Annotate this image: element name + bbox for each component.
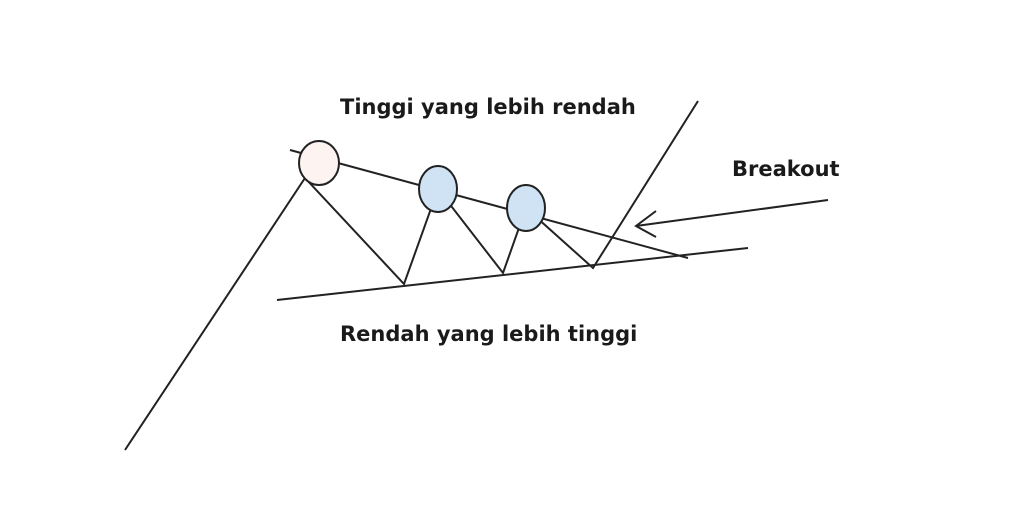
lower-highs-label: Tinggi yang lebih rendah — [340, 95, 636, 119]
lower-high-marker-1 — [418, 165, 458, 213]
breakout-arrow-head — [634, 210, 657, 238]
breakout-arrow-shaft — [635, 199, 829, 227]
price-path — [124, 100, 699, 451]
lower-high-marker-2 — [506, 184, 546, 232]
support-trendline — [276, 247, 749, 301]
higher-lows-label: Rendah yang lebih tinggi — [340, 322, 638, 346]
resistance-trendline — [289, 149, 689, 259]
first-high-marker — [298, 140, 340, 186]
breakout-label: Breakout — [732, 157, 840, 181]
